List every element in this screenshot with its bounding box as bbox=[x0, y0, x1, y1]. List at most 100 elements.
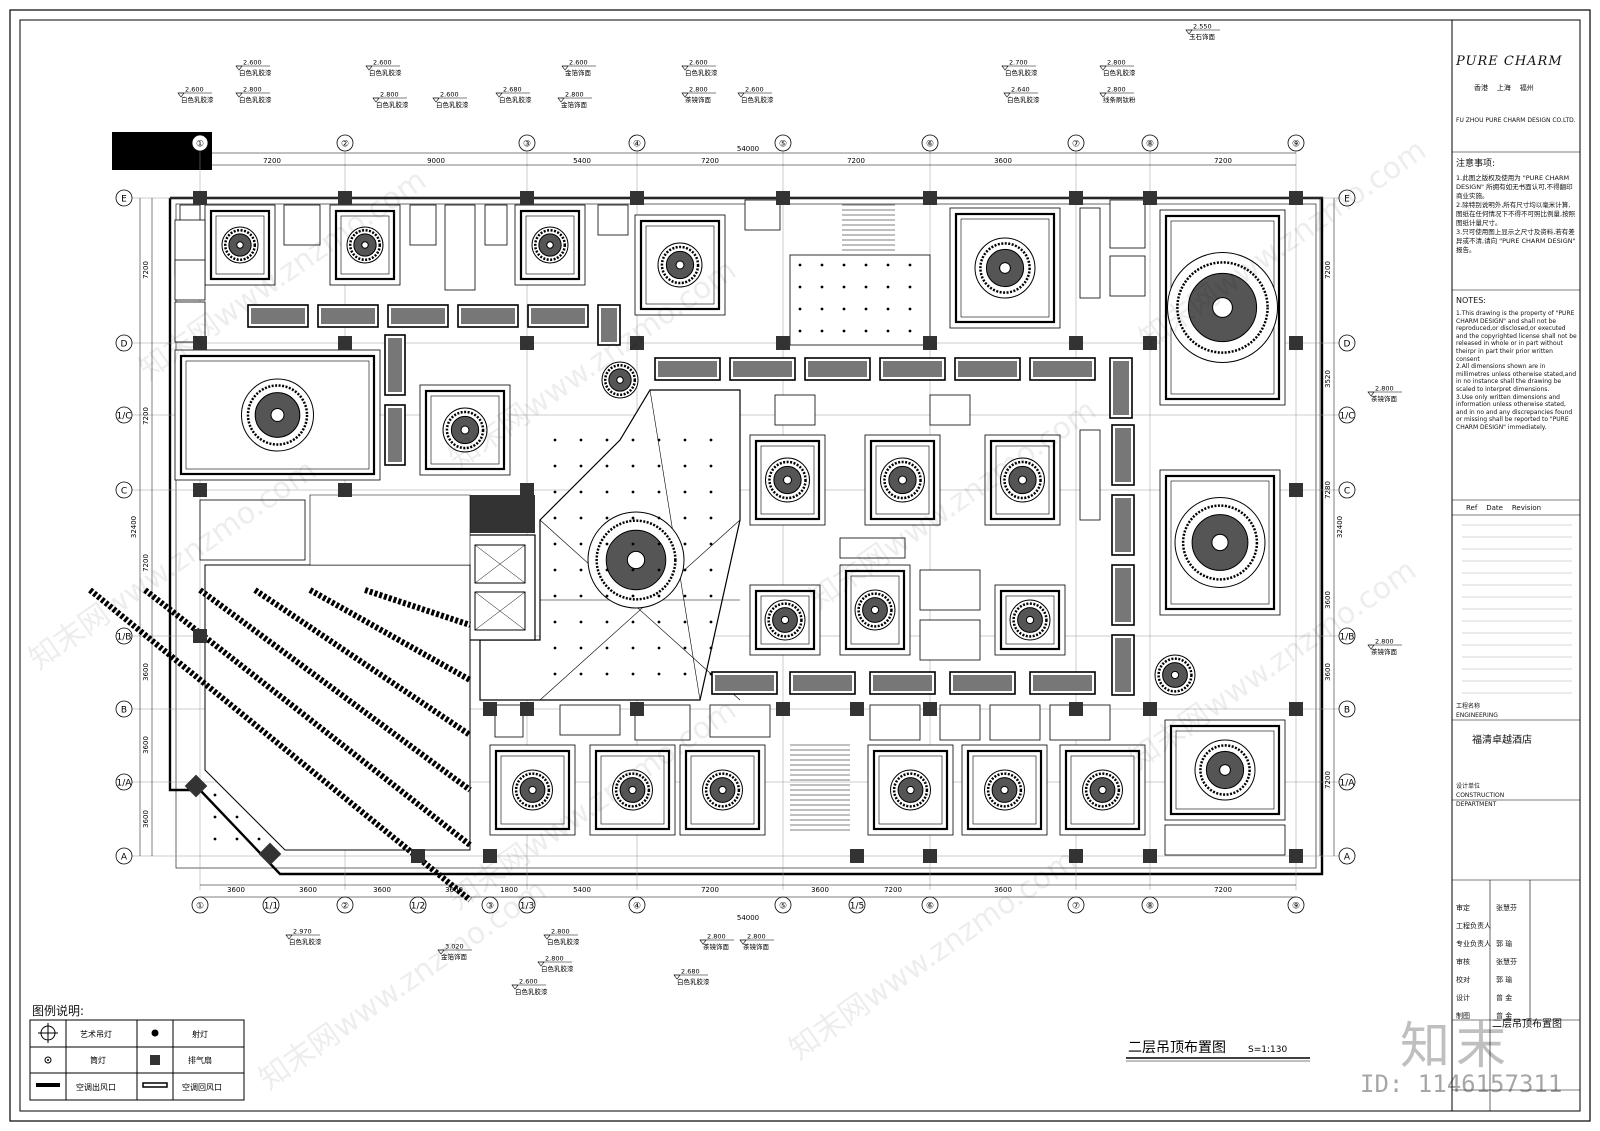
ceiling-panel bbox=[329, 204, 401, 286]
signoff-name: 曾 金 bbox=[1496, 1012, 1513, 1020]
dimension-text: 3600 bbox=[994, 886, 1012, 894]
material-name: 茶镜饰面 bbox=[743, 942, 770, 951]
axis-letter-right-circle bbox=[1338, 334, 1356, 352]
dimension-text: 3520 bbox=[1324, 370, 1332, 388]
column bbox=[193, 191, 207, 205]
elevation-value: 2.800 bbox=[1107, 86, 1126, 94]
dimension-text: 3600 bbox=[299, 886, 317, 894]
dimension-text: 3600 bbox=[373, 886, 391, 894]
column bbox=[630, 191, 644, 205]
ceiling-medallion bbox=[346, 226, 384, 264]
axis-letter-right-circle bbox=[1338, 773, 1356, 791]
elevation-value: 2.800 bbox=[689, 86, 708, 94]
elevation-value: 2.800 bbox=[1107, 59, 1126, 67]
material-name: 白色乳胶漆 bbox=[1007, 95, 1040, 104]
elevation-value: 2.600 bbox=[185, 86, 204, 94]
axis-letter-left-circle bbox=[115, 189, 133, 207]
atrium-chandelier bbox=[587, 511, 685, 609]
axis-letter-right: E bbox=[1344, 195, 1350, 205]
ceiling-tile bbox=[283, 204, 321, 246]
title-block-grid bbox=[1452, 151, 1580, 1111]
ceiling-tile bbox=[929, 394, 971, 426]
dimension-text: 7200 bbox=[142, 554, 150, 572]
brand-cities: 香港 上海 福州 bbox=[1474, 84, 1534, 92]
dimension-text: 3600 bbox=[811, 886, 829, 894]
pendant-lamp-icon bbox=[38, 1023, 58, 1043]
axis-letter-right-circle bbox=[1338, 481, 1356, 499]
dimension-text: 32400 bbox=[1336, 516, 1344, 538]
ceiling-medallion bbox=[764, 599, 806, 641]
axis-number-top-circle bbox=[191, 134, 209, 152]
axis-number-top-circle bbox=[921, 134, 939, 152]
striped-beam bbox=[253, 587, 472, 738]
notes-en-title: NOTES: bbox=[1456, 296, 1486, 305]
elevation-value: 2.800 bbox=[565, 91, 584, 99]
column bbox=[1143, 702, 1157, 716]
project-name: 福清卓越酒店 bbox=[1472, 735, 1532, 746]
ceiling-medallion bbox=[880, 457, 925, 503]
dimension-text: 3600 bbox=[142, 810, 150, 828]
ceiling-tile bbox=[939, 704, 981, 741]
axis-number-bottom: ⑦ bbox=[1072, 902, 1080, 912]
axis-number-bottom: ④ bbox=[633, 902, 641, 912]
column bbox=[630, 702, 644, 716]
column bbox=[1069, 702, 1083, 716]
elevation-value: 2.800 bbox=[545, 955, 564, 963]
signoff-name: 张慧芬 bbox=[1496, 958, 1517, 966]
material-name: 金箔饰面 bbox=[565, 68, 592, 77]
column bbox=[1289, 849, 1303, 863]
inner-frame bbox=[19, 19, 1581, 1112]
notes-en: 1.This drawing is the property of "PURE … bbox=[1456, 310, 1577, 431]
axis-letter-left-circle bbox=[115, 406, 133, 424]
axis-letter-left-circle bbox=[115, 773, 133, 791]
axis-letter-left: C bbox=[121, 487, 127, 497]
ceiling-tile bbox=[709, 704, 771, 738]
material-name: 白色乳胶漆 bbox=[239, 95, 272, 104]
downlight-array bbox=[798, 263, 912, 333]
dimension-text: 1800 bbox=[500, 886, 518, 894]
notes-cn: 1.此图之版权及使用为 "PURE CHARM DESIGN" 所拥有如无书面认… bbox=[1456, 174, 1576, 254]
column bbox=[193, 483, 207, 497]
ac-vent-strip bbox=[1111, 634, 1135, 696]
ac-vent-strip bbox=[1029, 357, 1096, 381]
ac-vent-strip bbox=[1111, 564, 1135, 626]
signoff-name: 张慧芬 bbox=[1496, 904, 1517, 912]
column bbox=[923, 702, 937, 716]
material-name: 茶镜饰面 bbox=[1371, 647, 1398, 656]
legend-table: 艺术吊灯 射灯 筒灯 排气扇 空调出风口 空调回风口 bbox=[29, 1019, 245, 1101]
axis-letter-left-circle bbox=[115, 627, 133, 645]
material-name: 茶镜饰面 bbox=[685, 95, 712, 104]
ac-vent-strip bbox=[1111, 424, 1135, 486]
rooms-layer bbox=[174, 199, 1286, 856]
ceiling-medallion bbox=[1174, 497, 1266, 588]
ceiling-tile bbox=[1109, 199, 1146, 249]
elevation-value: 2.800 bbox=[1375, 638, 1394, 646]
material-name: 白色乳胶漆 bbox=[677, 977, 710, 986]
column bbox=[776, 336, 790, 350]
axis-letter-right: A bbox=[1344, 853, 1351, 863]
elevation-value: 2.600 bbox=[440, 91, 459, 99]
ceiling-tile bbox=[869, 704, 921, 741]
column bbox=[1143, 336, 1157, 350]
ceiling-tile bbox=[1109, 255, 1146, 297]
dimension-text: 3600 bbox=[994, 157, 1012, 165]
signoff-name: 郭 瑜 bbox=[1496, 976, 1513, 984]
axis-number-top: ⑧ bbox=[1146, 140, 1154, 150]
dimension-text: 7200 bbox=[847, 157, 865, 165]
axis-letter-left-circle bbox=[115, 334, 133, 352]
ceiling-tile bbox=[494, 704, 524, 738]
elevation-value: 3.020 bbox=[445, 943, 464, 951]
column bbox=[338, 336, 352, 350]
